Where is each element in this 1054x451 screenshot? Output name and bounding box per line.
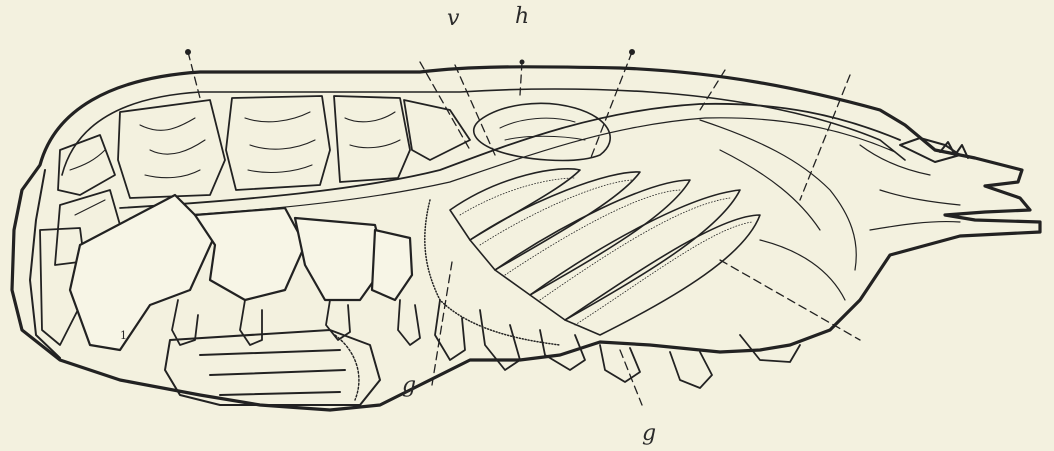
- heart-inner: [500, 118, 585, 140]
- posterior-vessels: [700, 120, 960, 300]
- carapace-inner-line: [62, 89, 905, 175]
- label-g-bottom: g: [642, 423, 656, 445]
- dorsal-vessel-inner: [130, 118, 895, 218]
- dorsal-vessel: [120, 104, 900, 208]
- label-v: v: [447, 8, 459, 30]
- pointer-heads: [185, 49, 635, 65]
- gills: [450, 169, 760, 335]
- label-g-left: g: [402, 375, 416, 397]
- label-h: h: [515, 6, 529, 28]
- label-small-mark: 1: [120, 330, 127, 341]
